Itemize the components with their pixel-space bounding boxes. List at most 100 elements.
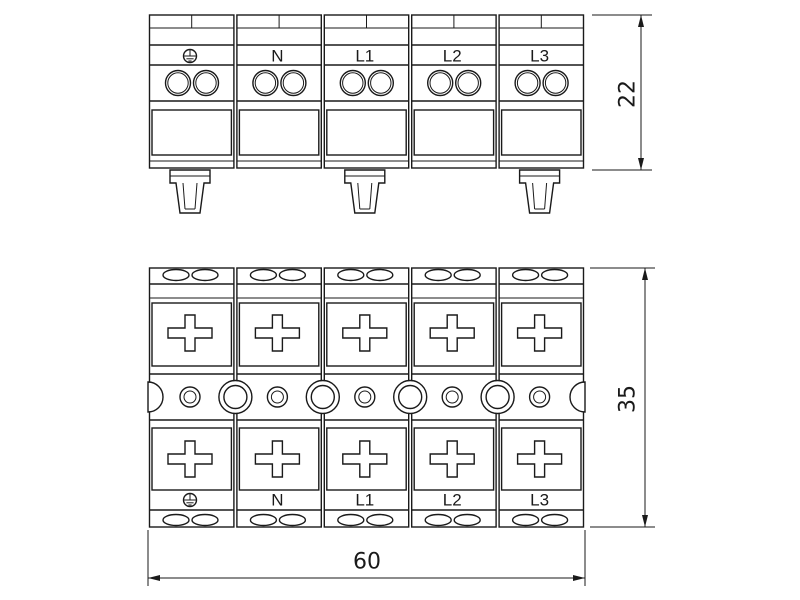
side-module-n: N: [236, 14, 322, 169]
mounting-foot-outline: [169, 169, 211, 214]
wire-entry-bottom: [249, 513, 278, 527]
mounting-foot: [344, 169, 386, 214]
test-socket-inner: [358, 390, 372, 404]
dimension-depth: 35: [590, 267, 655, 528]
screw-panel-lower: [238, 427, 320, 491]
mounting-foot-outline: [344, 169, 386, 214]
test-socket: [179, 386, 201, 408]
top-label-l1: L1: [355, 491, 374, 510]
screw-hole: [280, 69, 307, 97]
wire-entry-bottom: [540, 513, 569, 527]
side-label-n: N: [271, 47, 283, 66]
screw-cross-upper: [254, 314, 301, 352]
side-module-ground: [148, 14, 235, 214]
marker-plate: [151, 109, 233, 156]
wire-entry-bottom: [162, 513, 190, 527]
wire-entry-bottom: [424, 513, 452, 527]
bridge-hole-edge-right: [569, 381, 586, 413]
test-socket-inner: [270, 390, 284, 404]
module-body: [236, 14, 322, 169]
screw-cross-lower: [429, 440, 475, 478]
top-view: N L1 L2 L3: [147, 267, 586, 528]
side-module-l1: L1: [323, 14, 410, 214]
screw-cross-upper: [167, 314, 213, 352]
side-module-l2: L2: [411, 14, 497, 169]
test-socket-inner: [183, 390, 197, 404]
screw-hole: [514, 69, 541, 97]
screw-hole-inner: [429, 72, 451, 94]
dimension-depth-value: 35: [616, 385, 641, 413]
test-socket: [441, 386, 463, 408]
mounting-foot-slot: [194, 182, 198, 210]
dimension-width: 60: [147, 530, 586, 586]
wire-entry-top: [278, 268, 307, 282]
mounting-foot: [169, 169, 211, 214]
screw-panel-upper: [238, 302, 320, 367]
test-socket-inner: [445, 390, 459, 404]
screw-hole-inner: [342, 72, 364, 94]
screw-panel-upper: [151, 302, 233, 367]
screw-hole: [192, 69, 220, 97]
screw-hole: [542, 69, 569, 97]
module-body: [148, 14, 235, 169]
screw-cross-upper: [516, 314, 563, 352]
mounting-foot-slot: [369, 182, 373, 210]
wire-entry-top: [249, 268, 278, 282]
wire-entry-bottom: [366, 513, 394, 527]
wire-entry-top: [511, 268, 540, 282]
top-label-n: N: [271, 491, 283, 510]
screw-hole: [455, 69, 482, 97]
screw-cross-lower: [342, 440, 388, 478]
marker-plate: [413, 109, 495, 156]
screw-cross-lower: [516, 440, 563, 478]
dimension-width-value: 60: [353, 550, 381, 575]
dimension-height: 22: [592, 14, 652, 171]
bridge-hole-inner: [310, 384, 335, 410]
side-label-l2: L2: [443, 47, 462, 66]
wire-entry-top: [453, 268, 481, 282]
wire-entry-top: [162, 268, 190, 282]
screw-hole-inner: [370, 72, 392, 94]
screw-hole: [367, 69, 394, 97]
screw-hole: [164, 69, 192, 97]
screw-panel-lower: [413, 427, 495, 491]
module-body: [411, 14, 497, 169]
wire-entry-top: [337, 268, 365, 282]
side-label-l1: L1: [355, 47, 374, 66]
screw-panel-lower: [500, 427, 582, 491]
test-socket: [266, 386, 289, 408]
wire-entry-bottom: [453, 513, 481, 527]
screw-hole-inner: [282, 72, 305, 94]
module-body: [498, 14, 585, 169]
screw-hole-inner: [544, 72, 567, 94]
test-socket: [528, 386, 551, 408]
mounting-foot: [518, 169, 561, 214]
screw-panel-upper: [326, 302, 407, 367]
wire-entry-top: [366, 268, 394, 282]
screw-panel-lower: [151, 427, 233, 491]
dimension-height-value: 22: [616, 80, 641, 108]
test-socket-inner: [533, 390, 547, 404]
screw-panel-lower: [326, 427, 407, 491]
top-label-l3: L3: [530, 491, 549, 510]
screw-hole-inner: [195, 72, 217, 94]
top-label-l2: L2: [443, 491, 462, 510]
wire-entry-bottom: [511, 513, 540, 527]
screw-cross-upper: [342, 314, 388, 352]
screw-hole: [427, 69, 454, 97]
screw-cross-upper: [429, 314, 475, 352]
wire-entry-top: [424, 268, 452, 282]
mounting-foot-slot: [544, 182, 548, 210]
bridge-hole-inner: [485, 384, 510, 410]
mounting-foot-slot: [182, 182, 186, 210]
screw-panel-upper: [500, 302, 582, 367]
screw-hole: [252, 69, 279, 97]
side-module-l3: L3: [498, 14, 585, 214]
ground-icon: [182, 48, 198, 64]
screw-hole-inner: [167, 72, 189, 94]
screw-panel-upper: [413, 302, 495, 367]
test-socket: [354, 386, 376, 408]
side-view: N L1 L2 L3: [148, 14, 585, 214]
screw-hole-inner: [457, 72, 479, 94]
